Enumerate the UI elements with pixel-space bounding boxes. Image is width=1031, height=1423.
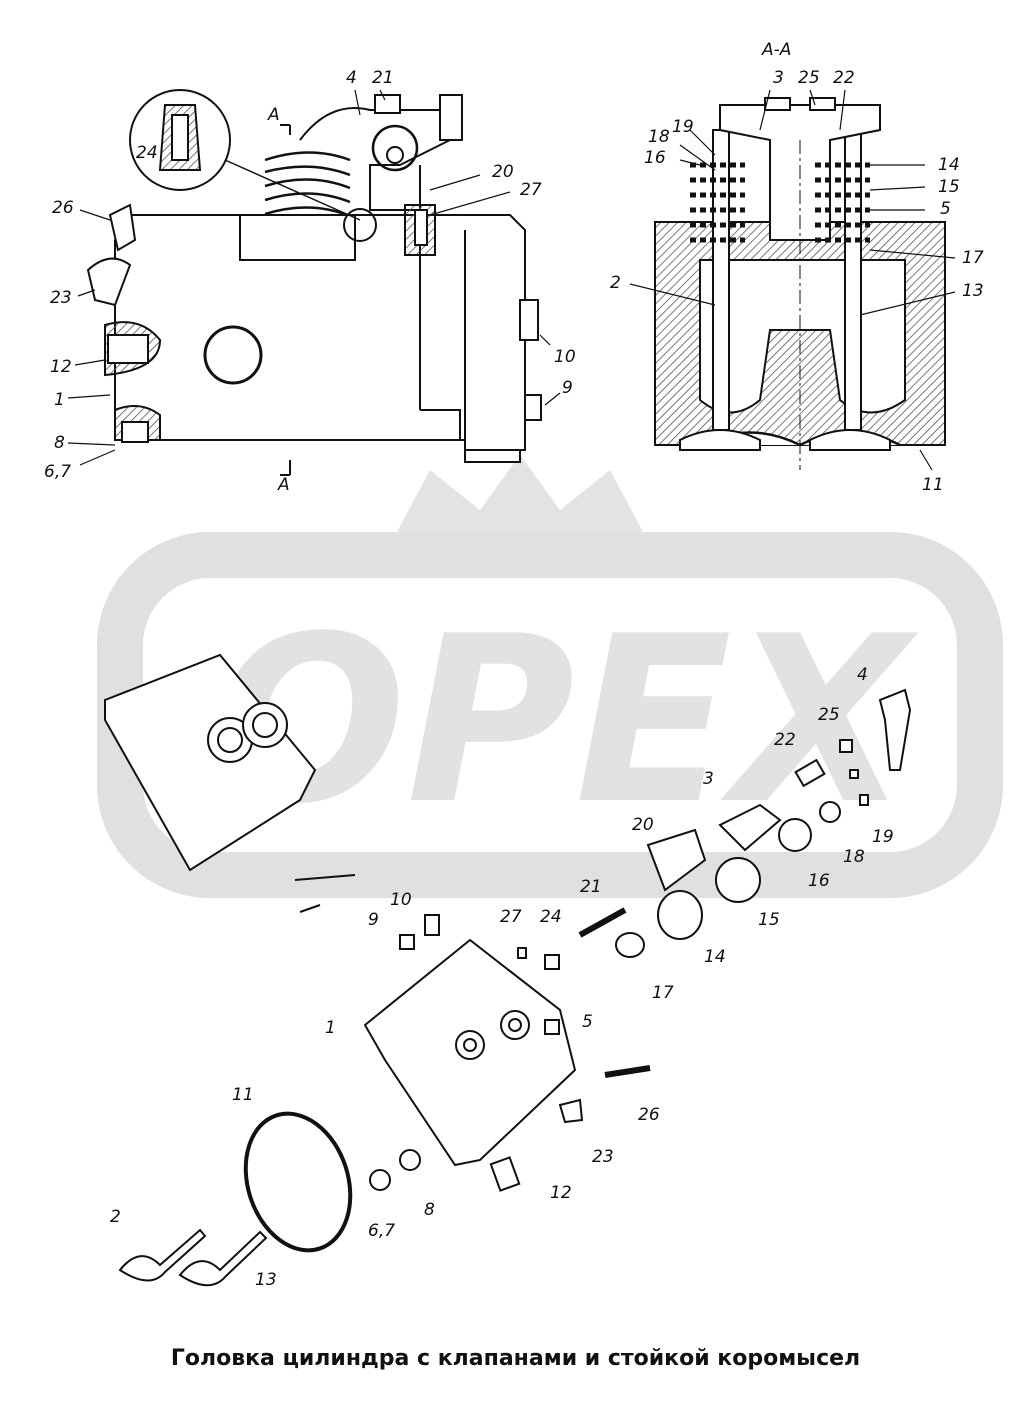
callout-label: 2 — [610, 273, 621, 293]
callout-label: 12 — [550, 1183, 572, 1203]
callout-label: 13 — [962, 281, 984, 301]
callout-label: 24 — [136, 143, 158, 163]
callout-label: 26 — [52, 198, 74, 218]
figure-caption: Головка цилиндра с клапанами и стойкой к… — [170, 1346, 861, 1371]
callout-label: 10 — [554, 347, 576, 367]
exploded-view-callouts: 4 25 22 3 19 18 16 20 15 21 10 27 24 9 1… — [110, 665, 894, 1290]
callout-label: 9 — [562, 378, 573, 398]
callout-label: 5 — [582, 1012, 593, 1032]
callout-label: 4 — [857, 665, 868, 685]
callout-label: 19 — [872, 827, 894, 847]
callout-label: 22 — [774, 730, 796, 750]
callout-label: 5 — [940, 199, 951, 219]
callout-label: 18 — [648, 127, 670, 147]
callout-label: 18 — [843, 847, 865, 867]
callout-label: 9 — [368, 910, 379, 930]
callout-label: 8 — [54, 433, 65, 453]
section-view-callouts: A-A 3 25 22 19 18 16 14 15 5 17 2 13 11 — [610, 40, 984, 495]
callout-label: 8 — [424, 1200, 435, 1220]
callout-label: 23 — [50, 288, 72, 308]
callout-label: 1 — [54, 390, 65, 410]
callout-label: 15 — [758, 910, 780, 930]
callout-label: 27 — [520, 180, 542, 200]
callout-label: 15 — [938, 177, 960, 197]
callout-label: 12 — [50, 357, 72, 377]
callout-label: 14 — [938, 155, 960, 175]
leader-lines — [67, 89, 956, 471]
callout-label: 14 — [704, 947, 726, 967]
exploded-view — [104, 653, 912, 1287]
callout-label: 17 — [962, 248, 984, 268]
callout-label: 3 — [703, 769, 714, 789]
watermark-text: OPEX — [211, 588, 919, 855]
callout-label: 25 — [818, 705, 840, 725]
callout-label: 10 — [390, 890, 412, 910]
callout-label: 16 — [808, 871, 830, 891]
side-view-callouts: 4 21 24 26 20 27 23 12 1 10 9 8 6,7 A A — [44, 68, 576, 495]
callout-label: 27 — [500, 907, 522, 927]
section-title: A-A — [761, 40, 791, 60]
callout-label: 26 — [638, 1105, 660, 1125]
section-mark-top: A — [267, 105, 280, 125]
callout-label: 23 — [592, 1147, 614, 1167]
callout-label: 3 — [773, 68, 784, 88]
callout-label: 20 — [632, 815, 654, 835]
callout-label: 22 — [833, 68, 855, 88]
callout-label: 20 — [492, 162, 514, 182]
callout-label: 16 — [644, 148, 666, 168]
side-view — [86, 89, 542, 476]
callout-label: 11 — [232, 1085, 254, 1105]
callout-label: 19 — [672, 117, 694, 137]
section-mark-bottom: A — [277, 475, 290, 495]
callout-label: 21 — [372, 68, 394, 88]
callout-label: 11 — [922, 475, 944, 495]
callout-label: 2 — [110, 1207, 121, 1227]
callout-label: 24 — [540, 907, 562, 927]
callout-label: 4 — [346, 68, 357, 88]
callout-label: 17 — [652, 983, 674, 1003]
callout-label: 6,7 — [44, 462, 71, 482]
callout-label: 13 — [255, 1270, 277, 1290]
cylinder-head-drawing: OPEX — [44, 40, 1003, 1290]
callout-label: 21 — [580, 877, 602, 897]
callout-label: 6,7 — [368, 1221, 395, 1241]
callout-label: 25 — [798, 68, 820, 88]
section-view — [654, 97, 946, 470]
callout-label: 1 — [325, 1018, 336, 1038]
